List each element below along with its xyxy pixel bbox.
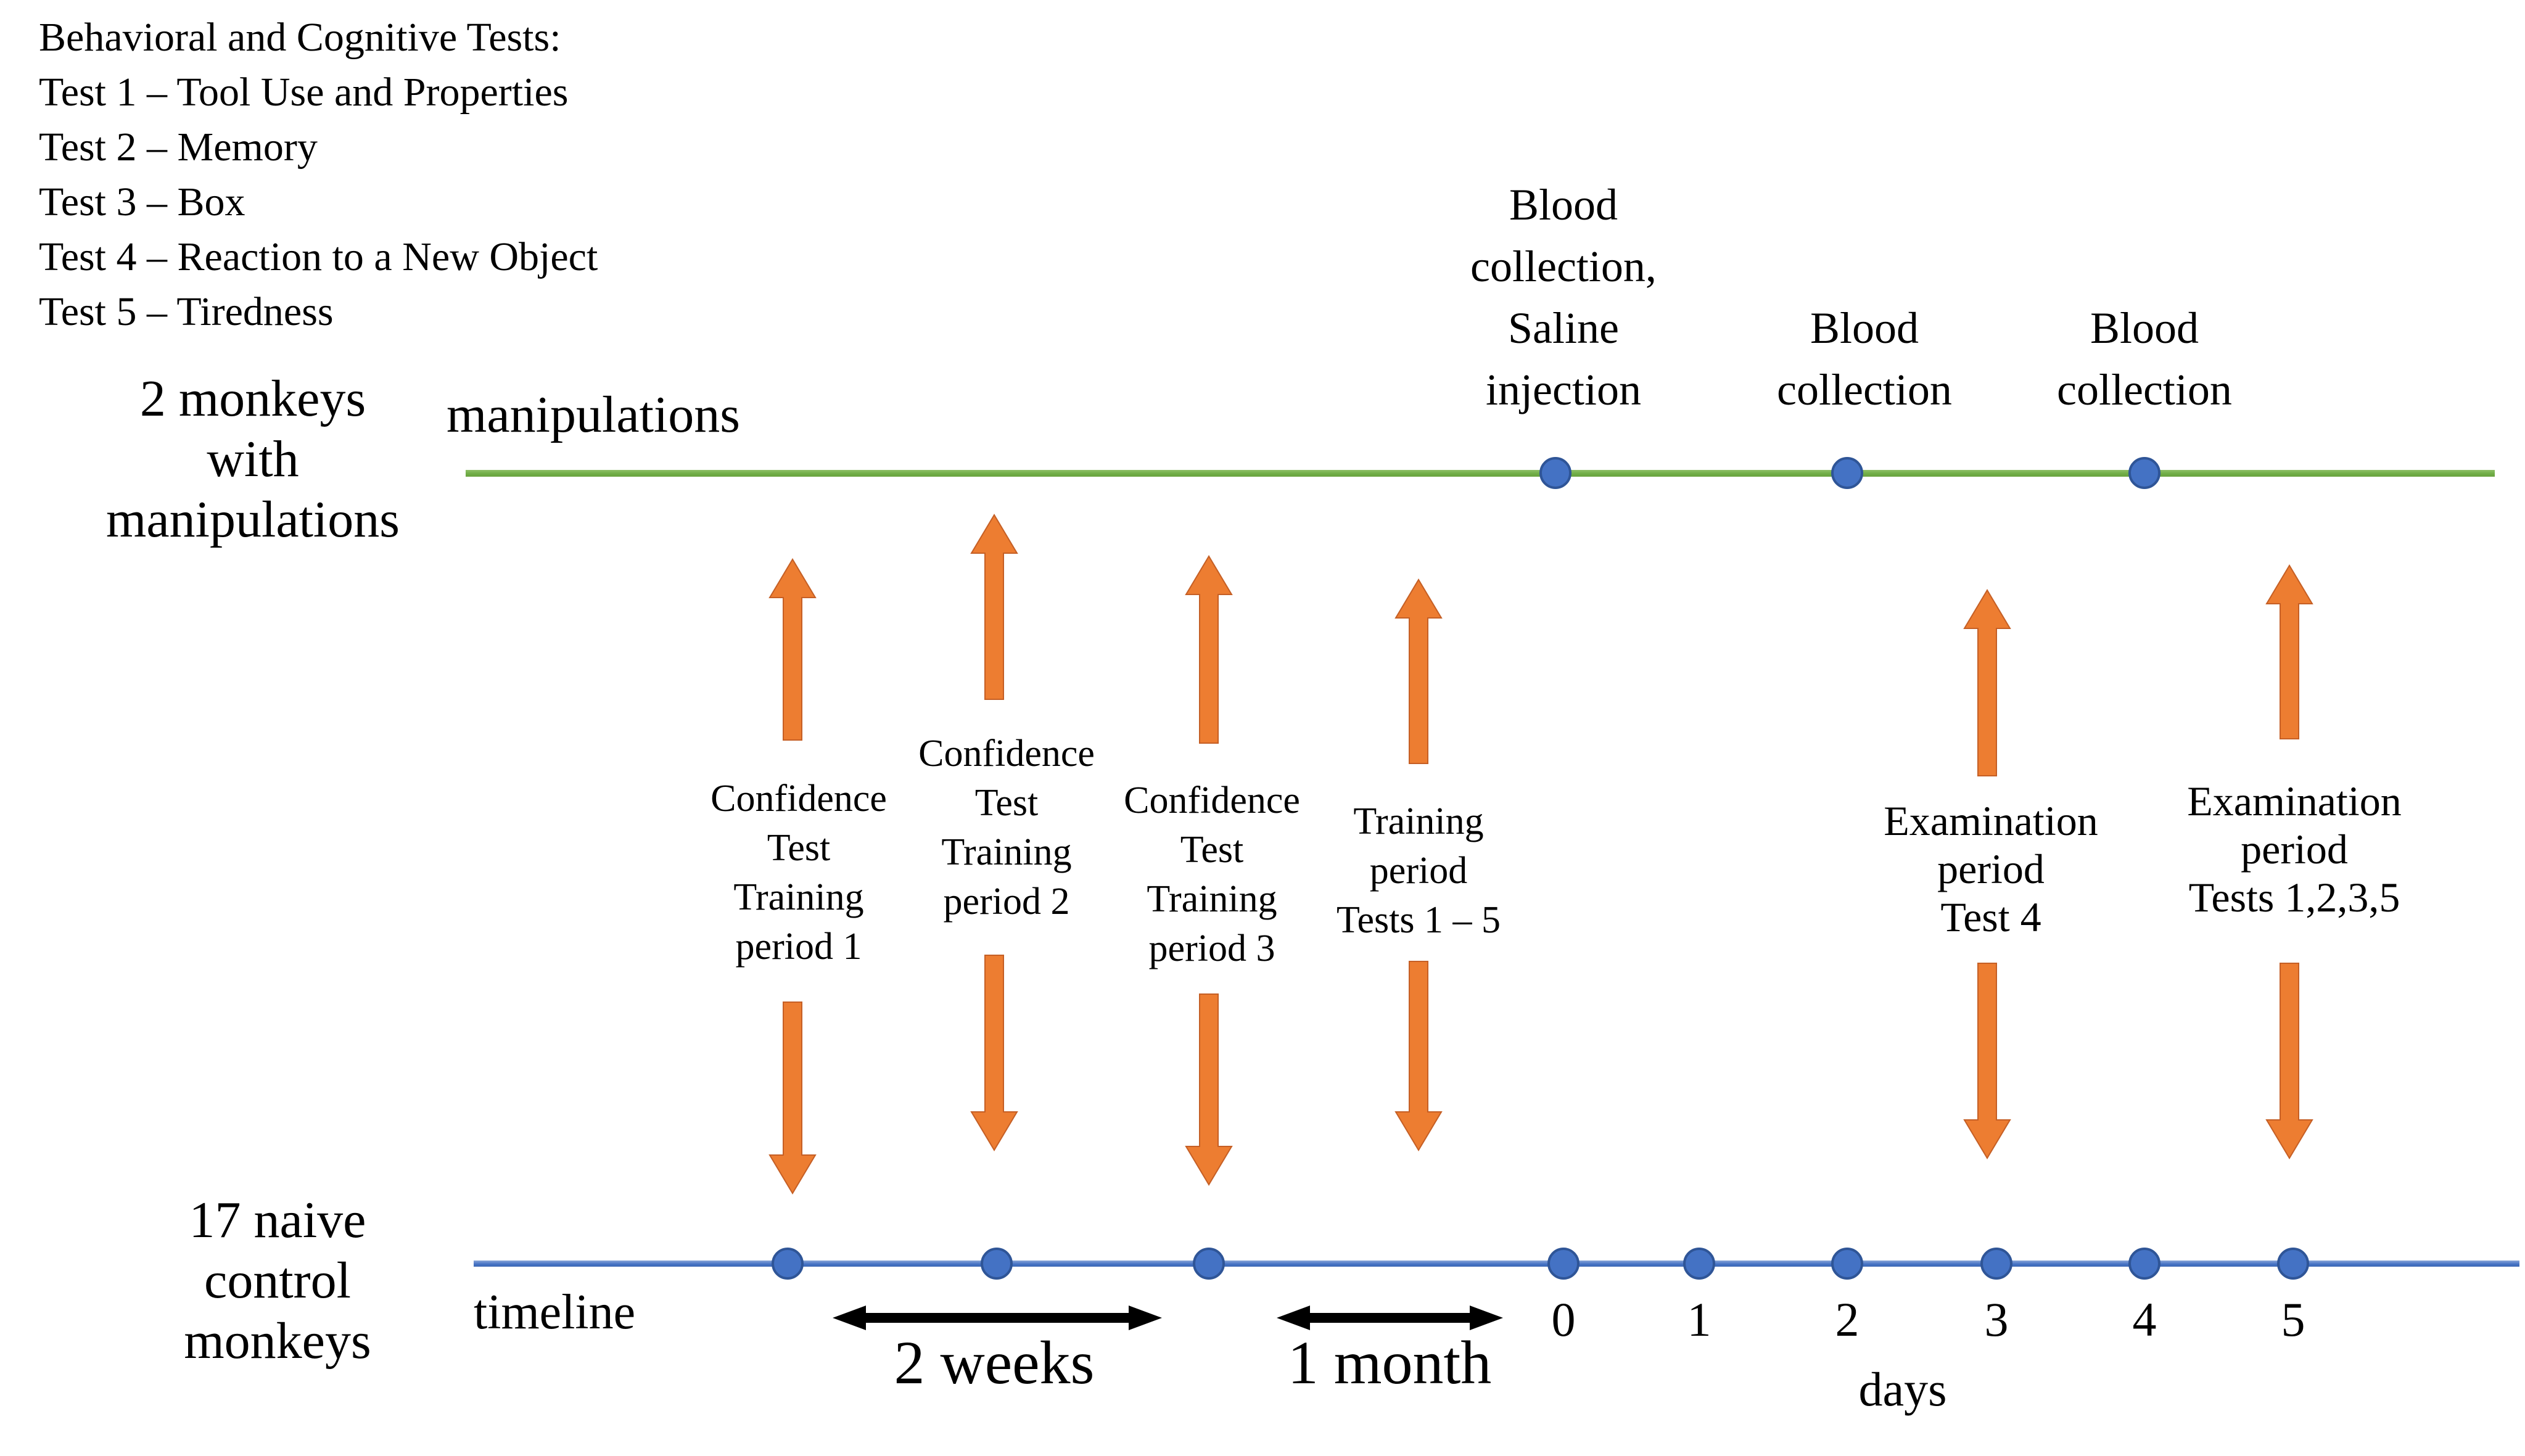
timeline-dot-training-3 [1193,1248,1225,1280]
blood-event-line: Blood [1509,180,1618,229]
timeline-dot-day-5 [2277,1248,2309,1280]
up-arrow-icon [1394,578,1443,765]
group-label-line: control [204,1252,351,1309]
down-arrow-icon [1394,960,1443,1151]
day-tick: 2 [1835,1293,1860,1346]
day-tick: 5 [2281,1293,2305,1346]
legend-title: Behavioral and Cognitive Tests: [39,15,561,60]
double-arrow-icon [1277,1303,1503,1333]
timeline-dot-day-0 [1547,1248,1580,1280]
period-label-line: Test 4 [1940,894,2041,940]
period-label-line: Training [733,876,864,918]
period-label-line: Training [941,831,1072,873]
group-label-line: manipulations [106,491,400,548]
blood-event-label-2: Blood collection [1679,297,2049,421]
days-axis-label: days [1858,1362,1947,1416]
down-arrow-icon [1184,993,1234,1186]
period-label-line: Confidence [711,778,887,820]
period-label-line: Tests 1,2,3,5 [2188,874,2400,921]
timeline-dot-day-3 [1980,1248,2012,1280]
period-label-2: Confidence Test Training period 2 [791,729,1222,926]
period-label-4: Training period Tests 1 – 5 [1203,797,1634,945]
period-label-line: period 1 [735,926,862,968]
blood-event-dot-day-2 [1831,457,1863,489]
period-label-5: Examination period Test 4 [1775,797,2207,941]
control-track-title: timeline [474,1285,636,1339]
blood-event-line: collection [1777,365,1952,414]
period-label-line: Test [974,782,1039,824]
period-label-line: Test [767,827,831,869]
blood-event-dot-day-0 [1539,457,1571,489]
blood-event-line: collection, [1470,242,1657,291]
legend-item: Test 3 – Box [39,179,245,224]
legend-item: Test 2 – Memory [39,125,318,170]
down-arrow-icon [768,1001,817,1195]
period-label-line: Confidence [1124,779,1300,821]
manipulated-track-title: manipulations [447,386,740,443]
scale-label-1-month: 1 month [1287,1328,1492,1397]
group-label-line: with [207,430,299,488]
legend-item: Test 4 – Reaction to a New Object [39,234,598,279]
down-arrow-icon [970,954,1019,1151]
period-label-line: Examination [1884,797,2098,844]
blood-event-line: Blood [1810,303,1919,353]
legend-item: Test 5 – Tiredness [39,289,334,334]
day-tick: 0 [1551,1293,1576,1346]
period-label-6: Examination period Tests 1,2,3,5 [2078,777,2510,921]
period-label-line: period [1369,850,1468,892]
period-label-line: period 3 [1148,927,1275,969]
group-label-line: monkeys [184,1312,371,1370]
period-label-line: Tests 1 – 5 [1336,899,1501,941]
period-label-line: Training [1147,878,1277,920]
period-label-line: period [2241,826,2348,873]
period-label-1: Confidence Test Training period 1 [583,774,1015,971]
blood-event-line: injection [1486,365,1641,414]
group-label-line: 2 monkeys [139,370,366,427]
blood-event-line: Blood [2090,303,2199,353]
scale-label-2-weeks: 2 weeks [894,1328,1095,1397]
timeline-dot-day-1 [1683,1248,1715,1280]
day-tick: 4 [2132,1293,2157,1346]
legend: Behavioral and Cognitive Tests: Test 1 –… [39,10,902,339]
up-arrow-icon [1184,555,1234,744]
period-label-line: Training [1353,800,1484,842]
day-tick: 1 [1687,1293,1711,1346]
down-arrow-icon [2265,962,2314,1159]
timeline-dot-training-2 [981,1248,1013,1280]
up-arrow-icon [2265,564,2314,740]
timeline-dot-day-4 [2128,1248,2160,1280]
day-tick: 3 [1984,1293,2009,1346]
period-label-line: period 2 [943,881,1070,923]
period-label-line: period [1937,845,2045,892]
blood-event-label-3: Blood collection [1959,297,2329,421]
blood-event-line: collection [2057,365,2232,414]
period-label-line: Test [1180,829,1244,871]
blood-event-line: Saline [1508,303,1619,353]
double-arrow-icon [833,1303,1162,1333]
group-label-manipulated: 2 monkeys with manipulations [37,369,469,550]
period-label-line: Confidence [918,733,1095,775]
period-label-line: Examination [2187,778,2402,825]
control-track-line [474,1261,2519,1267]
legend-item: Test 1 – Tool Use and Properties [39,70,569,115]
blood-event-label-1: Blood collection, Saline injection [1378,174,1749,421]
group-label-line: 17 naive [189,1191,366,1249]
group-label-control: 17 naive control monkeys [62,1190,493,1372]
up-arrow-icon [970,514,1019,701]
manipulations-track-line [466,470,2495,477]
period-label-3: Confidence Test Training period 3 [996,776,1428,973]
up-arrow-icon [768,558,817,741]
down-arrow-icon [1963,962,2012,1159]
timeline-dot-day-2 [1831,1248,1863,1280]
up-arrow-icon [1963,589,2012,777]
blood-event-dot-day-4 [2128,457,2160,489]
timeline-dot-training-1 [772,1248,804,1280]
